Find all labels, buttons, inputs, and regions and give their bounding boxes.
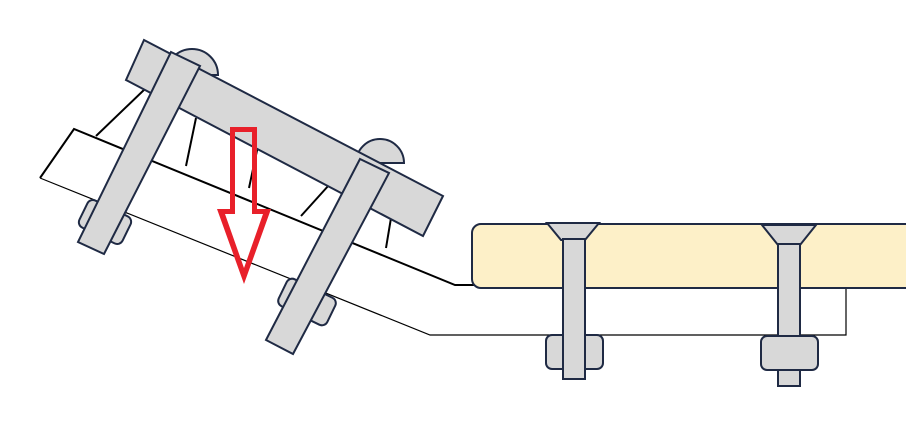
right-nut-2 <box>760 335 819 371</box>
right-assembly <box>471 222 906 387</box>
left-assembly <box>39 38 847 356</box>
left-bolt-shank-1 <box>76 50 202 256</box>
left-bolt-shank-2 <box>264 157 391 356</box>
right-screw-shank-1 <box>562 238 586 380</box>
right-screw-shank-2 <box>777 243 801 337</box>
right-wood-plank <box>471 223 906 289</box>
down-arrow-icon <box>217 127 271 284</box>
